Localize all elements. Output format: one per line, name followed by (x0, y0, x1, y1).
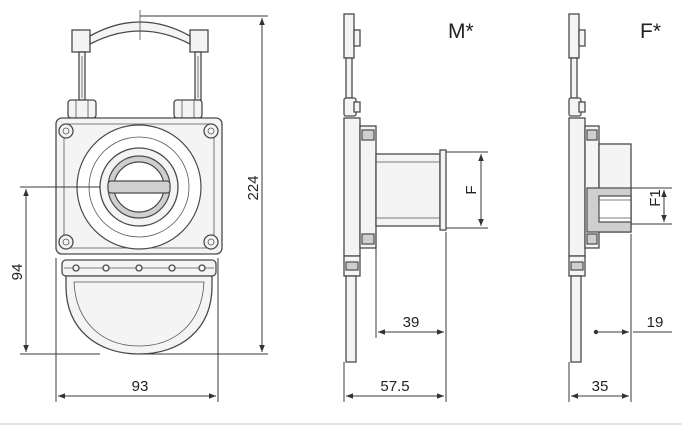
corner-bolts (58, 123, 219, 250)
female-top-clamp (568, 13, 580, 59)
male-body (343, 117, 361, 257)
female-dimensions: F1 19 35 (568, 187, 672, 402)
front-dimensions: 224 94 93 (9, 15, 268, 402)
front-view (55, 10, 223, 355)
view-label-male: M* (448, 20, 474, 43)
male-spigot (375, 153, 441, 227)
male-flange (359, 125, 377, 249)
dim-39-label: 39 (403, 314, 420, 331)
gate-blade (107, 180, 171, 194)
male-dimensions: F 39 57.5 (343, 151, 488, 402)
dim-224-label: 224 (245, 175, 262, 200)
view-label-female: F* (640, 20, 661, 43)
male-top-clamp (343, 13, 355, 59)
female-gate-housing (570, 275, 582, 363)
dim-f-label: F (463, 185, 480, 194)
dim-f1-label: F1 (647, 189, 664, 207)
male-gate-housing (345, 275, 357, 363)
nut-left (67, 99, 97, 119)
dim-57-5-label: 57.5 (380, 378, 409, 395)
side-view-female: F* (568, 13, 661, 363)
dim-35-label: 35 (592, 378, 609, 395)
side-view-male: M* (343, 13, 474, 363)
dim-93-label: 93 (132, 378, 149, 395)
nut-right (173, 99, 203, 119)
gate-housing (65, 275, 213, 355)
yoke-clamp-left (71, 29, 91, 53)
yoke-arch (89, 21, 191, 46)
dim-19-label: 19 (647, 314, 664, 331)
female-body (568, 117, 586, 257)
yoke-clamp-right (189, 29, 209, 53)
dim-94-label: 94 (9, 264, 26, 281)
